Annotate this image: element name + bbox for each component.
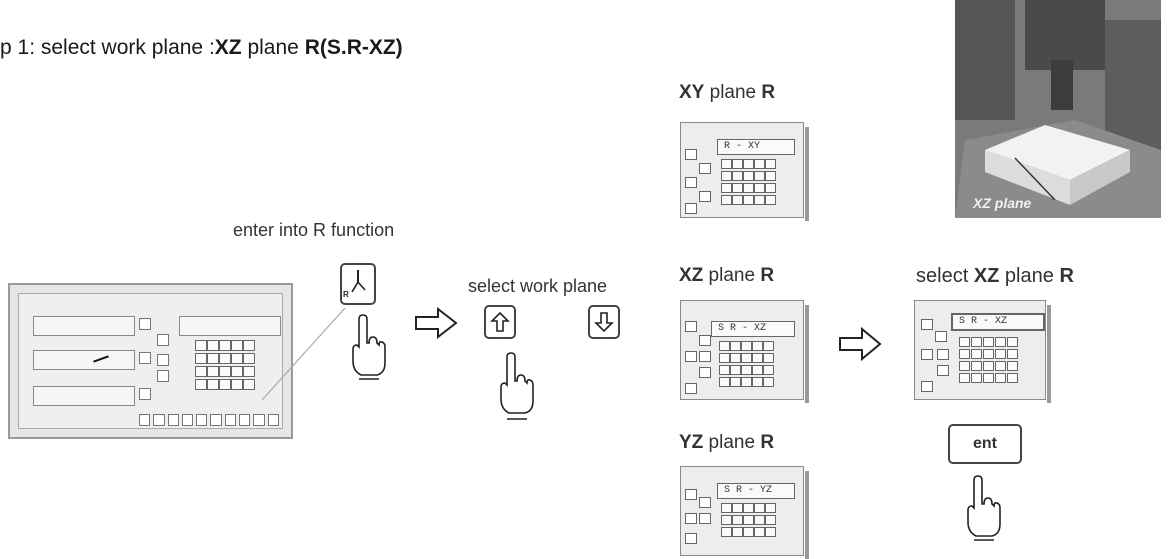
sel-key-c xyxy=(937,365,949,376)
keypad[interactable] xyxy=(195,340,255,390)
step-title: p 1: select work plane :XZ plane R(S.R-X… xyxy=(0,36,403,60)
xy-key-y xyxy=(685,177,697,188)
title-r: R(S.R-XZ) xyxy=(304,36,403,59)
ent-button[interactable]: ent xyxy=(948,424,1022,464)
xz-bold: XZ xyxy=(679,265,704,286)
pointing-hand-icon-3 xyxy=(967,475,1001,541)
sel-key-y xyxy=(921,349,933,360)
down-arrow-key[interactable] xyxy=(588,305,620,339)
xy-bold: XY xyxy=(679,82,705,103)
xz-key-x xyxy=(685,321,697,332)
xz-key-z xyxy=(685,383,697,394)
xz-r: R xyxy=(760,265,775,286)
label-xy-plane: XY plane R xyxy=(679,82,775,104)
axis-display-y xyxy=(33,350,135,370)
xy-panel: R - XY xyxy=(680,122,809,221)
xy-key-b xyxy=(699,191,711,202)
photo-label: XZ plane xyxy=(973,195,1032,211)
axis-display-z xyxy=(33,386,135,406)
yz-key-a xyxy=(699,497,711,508)
machine-photo xyxy=(955,0,1161,218)
caption-select-work-plane: select work plane xyxy=(468,276,608,296)
xz-display: S R - XZ xyxy=(711,321,795,337)
caption-enter-r: enter into R function xyxy=(233,220,395,240)
r-key-letter: R xyxy=(343,290,349,299)
r-function-key[interactable] xyxy=(340,263,376,305)
sel-r: R xyxy=(1059,265,1074,287)
title-plane: XZ xyxy=(214,36,242,59)
xy-key-x xyxy=(685,149,697,160)
xy-r: R xyxy=(761,82,776,103)
sel-rest: plane xyxy=(999,265,1060,287)
yz-key-z xyxy=(685,533,697,544)
up-arrow-key[interactable] xyxy=(484,305,516,339)
title-prefix: p 1: select work plane : xyxy=(0,36,215,59)
yz-rest: plane xyxy=(703,432,761,453)
sel-bold: XZ xyxy=(973,265,1000,287)
x-zero-key[interactable] xyxy=(157,334,169,346)
xy-display: R - XY xyxy=(717,139,795,155)
right-arrow-icon xyxy=(415,306,458,340)
pointing-hand-icon-2 xyxy=(500,352,534,420)
message-display xyxy=(179,316,281,336)
sel-key-a xyxy=(935,331,947,342)
sel-key-z xyxy=(921,381,933,392)
pointing-hand-icon xyxy=(352,314,386,380)
z-zero-key[interactable] xyxy=(157,370,169,382)
y-zero-key[interactable] xyxy=(157,354,169,366)
xz-keypad xyxy=(719,341,774,387)
function-key-row[interactable] xyxy=(139,414,279,426)
xz-selected-keypad xyxy=(959,337,1018,383)
sel-pre: select xyxy=(916,265,974,287)
y-key[interactable] xyxy=(139,352,151,364)
right-arrow-icon-2 xyxy=(839,326,882,362)
r-key-icon xyxy=(351,270,366,293)
xy-key-z xyxy=(685,203,697,214)
down-arrow-icon xyxy=(594,312,614,333)
xz-selected-display: S R - XZ xyxy=(951,313,1045,331)
label-xz-plane: XZ plane R xyxy=(679,265,774,287)
xz-selected-panel: S R - XZ xyxy=(914,300,1051,403)
axis-display-x xyxy=(33,316,135,336)
label-yz-plane: YZ plane R xyxy=(679,432,774,454)
yz-panel: S R - YZ xyxy=(680,466,809,559)
sel-key-b xyxy=(937,349,949,360)
yz-keypad xyxy=(721,503,776,537)
yz-key-b xyxy=(699,513,711,524)
xy-keypad xyxy=(721,159,776,205)
xz-panel: S R - XZ xyxy=(680,300,809,403)
dro-unit xyxy=(8,283,293,439)
yz-key-y xyxy=(685,513,697,524)
xz-rest: plane xyxy=(703,265,761,286)
xz-key-y xyxy=(685,351,697,362)
xz-key-c xyxy=(699,367,711,378)
yz-r: R xyxy=(760,432,775,453)
yz-bold: YZ xyxy=(679,432,704,453)
x-key[interactable] xyxy=(139,318,151,330)
xz-key-a xyxy=(699,335,711,346)
xy-key-a xyxy=(699,163,711,174)
label-select-xz: select XZ plane R xyxy=(916,265,1074,288)
title-mid: plane xyxy=(241,36,305,59)
machine-photo-drawing xyxy=(955,0,1161,218)
yz-key-x xyxy=(685,489,697,500)
sel-key-x xyxy=(921,319,933,330)
xz-key-b xyxy=(699,351,711,362)
z-key[interactable] xyxy=(139,388,151,400)
xy-rest: plane xyxy=(704,82,762,103)
up-arrow-icon xyxy=(490,311,510,332)
yz-display: S R - YZ xyxy=(717,483,795,499)
